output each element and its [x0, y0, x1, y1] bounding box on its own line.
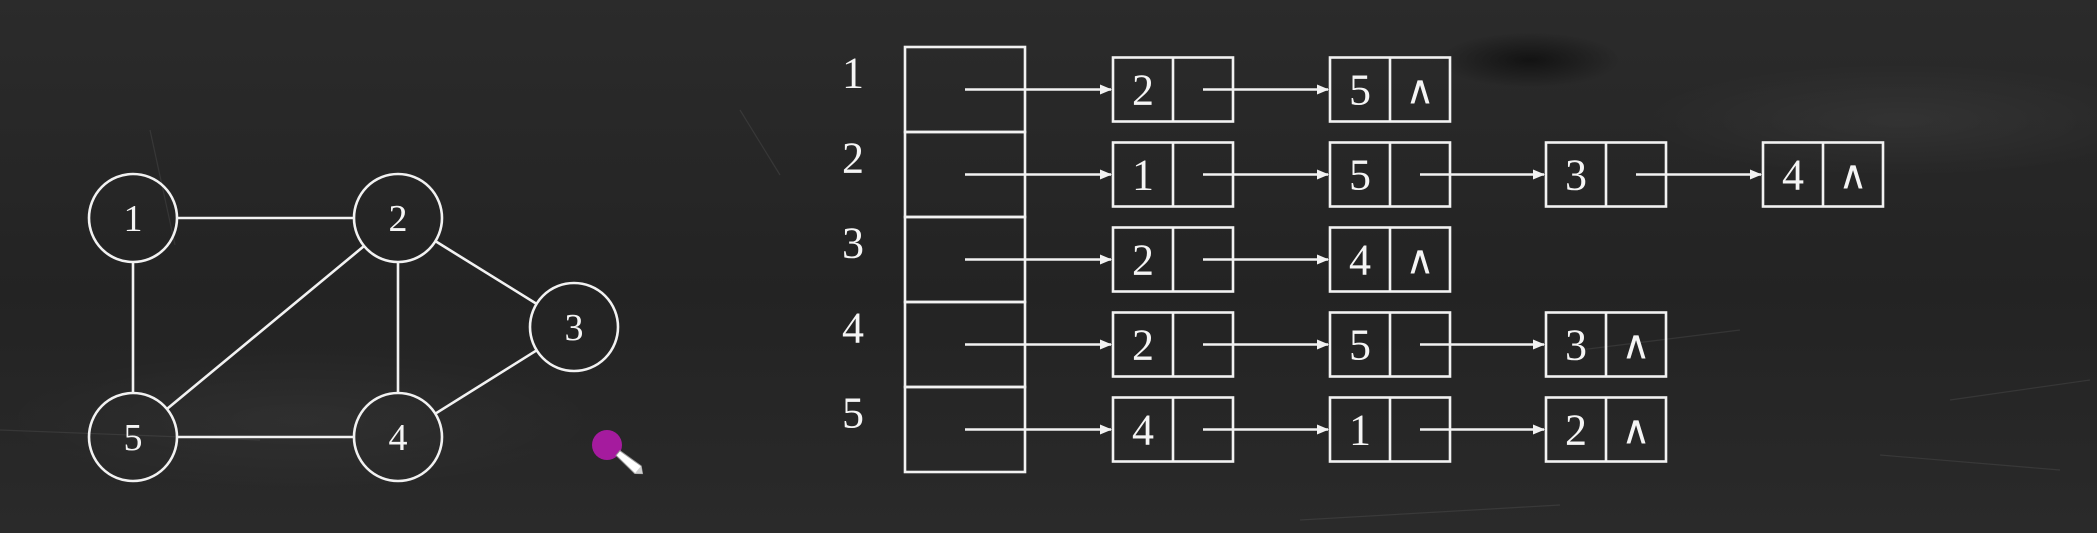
null-pointer-symbol: ∧: [1621, 323, 1650, 368]
neighbor-value: 3: [1565, 151, 1587, 200]
node-circle: [528, 281, 620, 373]
vertex-label-1: 1: [842, 49, 864, 98]
node-circle: [352, 172, 444, 264]
node-label: 4: [389, 417, 408, 459]
list-node-5-2: 2∧: [1544, 396, 1668, 463]
neighbor-value: 4: [1132, 406, 1154, 455]
node-circle: [352, 391, 444, 483]
list-node-3-4: 4∧: [1328, 226, 1452, 293]
undirected-graph: 1 2 3 4 5: [87, 172, 620, 483]
list-node-1-2: 2: [1111, 56, 1235, 123]
null-pointer-symbol: ∧: [1405, 238, 1434, 283]
pointer-dot: [592, 430, 622, 460]
node-label: 5: [124, 417, 143, 459]
graph-edge-2-3: [434, 240, 538, 305]
list-node-4-3: 3∧: [1544, 311, 1668, 378]
neighbor-value: 5: [1349, 66, 1371, 115]
graph-node-5: 5: [87, 391, 179, 483]
graph-node-3: 3: [528, 281, 620, 373]
chalk-texture: [0, 109, 2091, 521]
neighbor-value: 4: [1349, 236, 1371, 285]
null-pointer-symbol: ∧: [1838, 153, 1867, 198]
list-node-4-2: 2: [1111, 311, 1235, 378]
neighbor-value: 2: [1565, 406, 1587, 455]
node-circle: [87, 391, 179, 483]
graph-nodes: 1 2 3 4 5: [87, 172, 620, 483]
neighbor-value: 1: [1132, 151, 1154, 200]
neighbor-value: 1: [1349, 406, 1371, 455]
list-node-1-5: 5∧: [1328, 56, 1452, 123]
neighbor-value: 2: [1132, 236, 1154, 285]
graph-node-4: 4: [352, 391, 444, 483]
graph-edge-3-4: [434, 349, 538, 415]
graph-edge-2-5: [166, 245, 365, 410]
vertex-label-4: 4: [842, 304, 864, 353]
vertex-label-3: 3: [842, 219, 864, 268]
pen-pointer: [592, 430, 644, 475]
neighbor-value: 4: [1782, 151, 1804, 200]
vertex-label-5: 5: [842, 389, 864, 438]
list-node-2-4: 4∧: [1761, 141, 1885, 208]
row-labels: 1 2 3 4 5: [842, 49, 864, 438]
vertex-label-2: 2: [842, 134, 864, 183]
node-label: 2: [389, 198, 408, 240]
graph-node-1: 1: [87, 172, 179, 264]
neighbor-value: 5: [1349, 321, 1371, 370]
null-pointer-symbol: ∧: [1405, 68, 1434, 113]
neighbor-value: 2: [1132, 66, 1154, 115]
neighbor-value: 5: [1349, 151, 1371, 200]
neighbor-value: 3: [1565, 321, 1587, 370]
neighbor-value: 2: [1132, 321, 1154, 370]
node-label: 3: [565, 307, 584, 349]
node-circle: [87, 172, 179, 264]
graph-node-2: 2: [352, 172, 444, 264]
graph-edges: [131, 216, 538, 439]
pen-icon: [615, 450, 644, 475]
null-pointer-symbol: ∧: [1621, 408, 1650, 453]
node-label: 1: [124, 198, 143, 240]
